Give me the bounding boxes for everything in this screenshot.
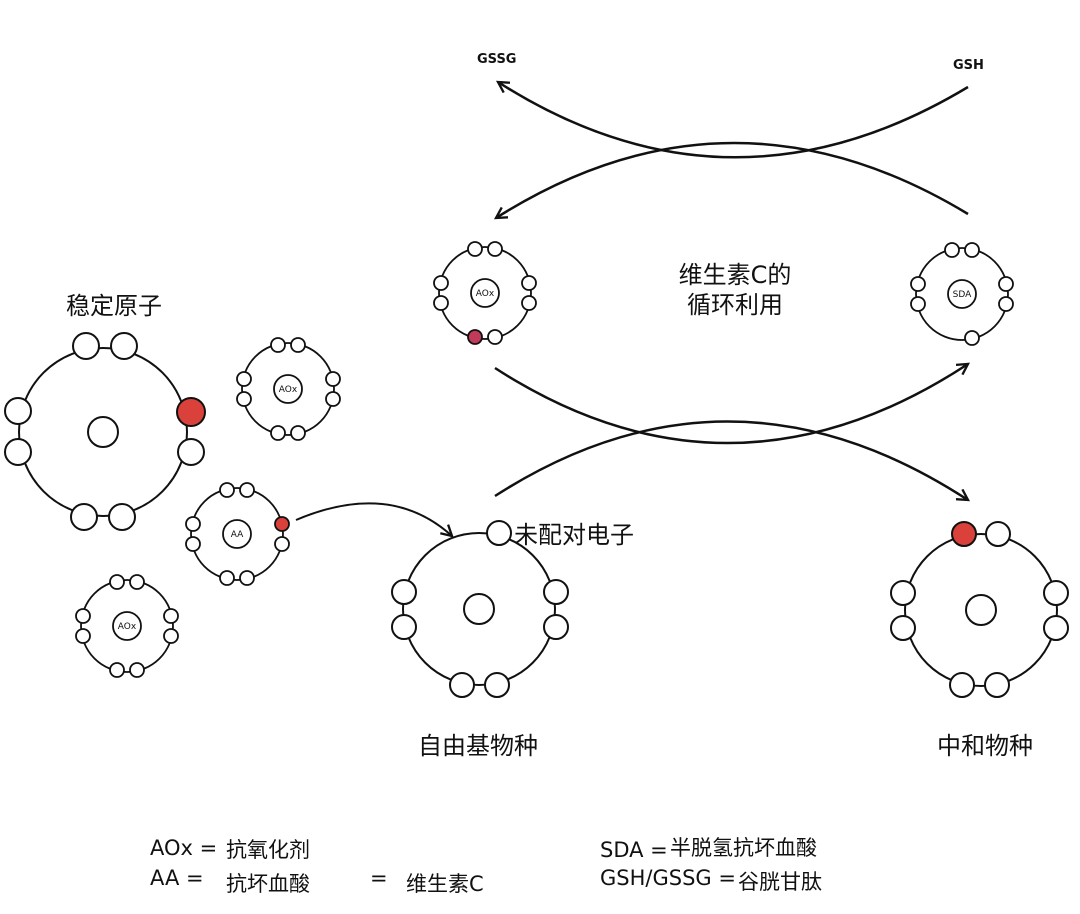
nucleus-label-aox-cycle: AOx [476, 289, 495, 299]
unpaired-electron-label: 未配对电子 [514, 521, 634, 549]
cycle-title-line1: 维生素C的 [678, 261, 792, 289]
aa-atom [185, 482, 290, 586]
legend-aox-value: 抗氧化剂 [226, 838, 310, 862]
aox-atom-small-1 [236, 337, 341, 441]
free-radical-atom [391, 520, 569, 698]
legend-gsh-key: GSH/GSSG = [600, 866, 736, 890]
aox-atom-small-2 [75, 574, 179, 678]
legend-aa-value2: 维生素C [406, 872, 484, 896]
legend-sda-value: 半脱氢抗坏血酸 [670, 836, 817, 860]
nucleus-label-sda: SDA [953, 290, 972, 300]
legend-sda-key: SDA = [600, 838, 668, 862]
stable-atom [4, 332, 206, 531]
legend-aox-key: AOx = [150, 836, 218, 860]
legend-aa-eq: = [370, 866, 388, 890]
radical-to-neutral-arc [494, 420, 968, 500]
legend-aa-value: 抗坏血酸 [226, 872, 310, 896]
neutral-red-electron [951, 521, 977, 547]
free-radical-label: 自由基物种 [418, 732, 538, 760]
sda-to-aox-arc [496, 141, 969, 218]
neutral-species-label: 中和物种 [937, 732, 1033, 760]
sda-atom [910, 242, 1014, 346]
legend-gsh-value: 谷胱甘肽 [738, 870, 822, 894]
aa-red-electron [274, 516, 290, 532]
cycle-title-line2: 循环利用 [687, 291, 783, 319]
stable-atom-label: 稳定原子 [66, 292, 162, 320]
vitamin-c-cycle-title: 维生素C的 循环利用 [650, 260, 820, 320]
aox-to-sda-arc [494, 364, 968, 445]
nucleus-label-aox-2: AOx [118, 622, 137, 632]
aox-crimson-electron [467, 329, 483, 345]
gsh-label: GSH [953, 58, 984, 73]
aox-atom-cycle [433, 241, 537, 345]
neutral-species-atom [890, 521, 1069, 698]
stable-red-electron [176, 397, 206, 427]
legend-aa-key: AA = [150, 866, 204, 890]
gsh-to-gssg-arc [498, 82, 969, 159]
nucleus-label-aa: AA [231, 530, 244, 540]
gssg-label: GSSG [477, 52, 517, 67]
nucleus-label-aox-1: AOx [279, 385, 298, 395]
aa-to-radical-arrow [295, 502, 452, 536]
